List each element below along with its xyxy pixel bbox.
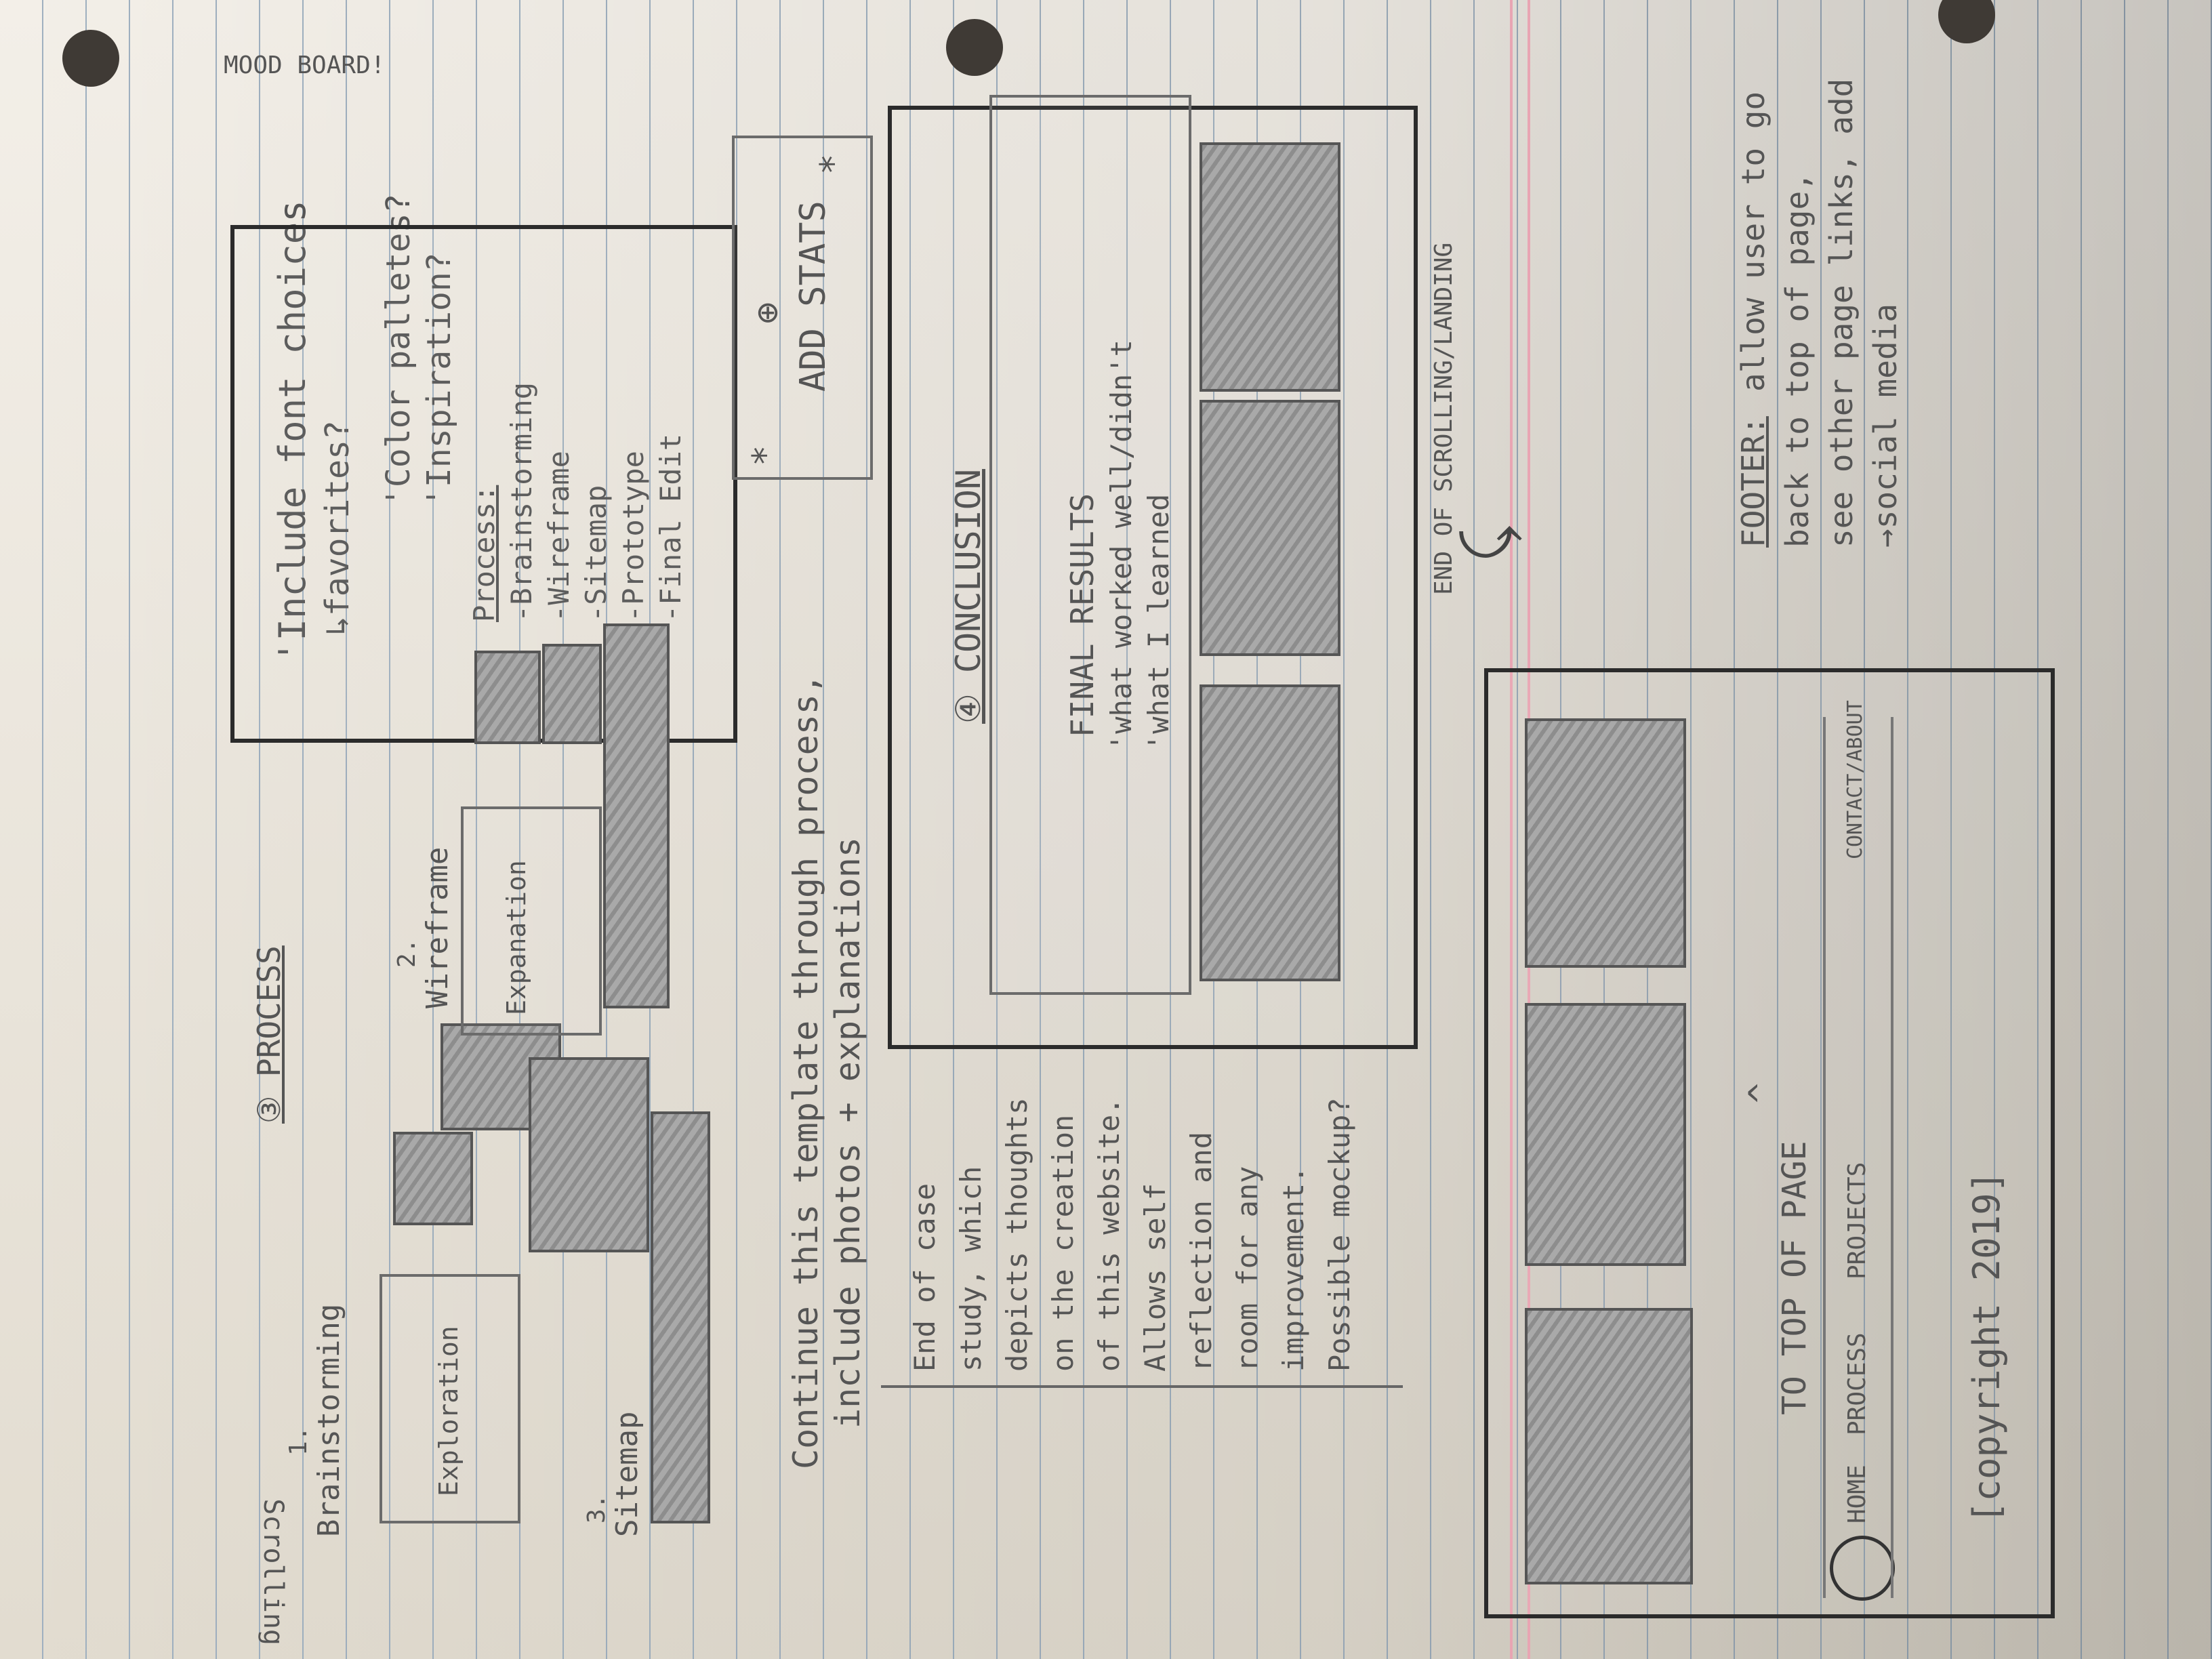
curved-arrow-icon: ⤹ (1452, 525, 1523, 561)
step2-explanation-box (461, 806, 602, 1036)
stats-star-left: * (745, 445, 786, 466)
copyright-text: [copyright 2019] (1965, 1170, 2008, 1523)
side-scrolling-label: Scrolling (258, 1498, 289, 1645)
conclusion-heading: ④ CONCLUSION (949, 469, 988, 724)
step3-image-2 (603, 623, 670, 1008)
step2-image-2 (542, 644, 602, 744)
margin-line-left (1510, 0, 1513, 1659)
step2-explanation-text: Expanation (501, 860, 531, 1015)
conclusion-line-3: 'what I learned (1142, 493, 1175, 751)
footer-image-1 (1525, 1308, 1693, 1584)
footer-note-line-4: →social media (1867, 303, 1904, 548)
footer-divider-2 (1891, 717, 1893, 1598)
logo-circle (1830, 1536, 1895, 1601)
footer-nav-contact[interactable]: CONTACT/ABOUT (1843, 700, 1867, 859)
case-note-line: depicts thoughts (1000, 1097, 1033, 1372)
step2-image-1 (474, 651, 541, 744)
continue-line-1: Continue this template through process, (786, 674, 825, 1469)
stats-plus-icon: ⊕ (745, 302, 788, 324)
step3-label: Sitemap (610, 1411, 644, 1537)
case-note-line: reflection and (1185, 1131, 1218, 1372)
conclusion-image-3 (1200, 142, 1340, 392)
step2-num: 2. (393, 938, 421, 968)
case-note-line: Allows self (1139, 1183, 1172, 1372)
conclusion-image-2 (1200, 400, 1340, 656)
case-study-note: End of case study, which depicts thought… (881, 1033, 1403, 1388)
case-note-line: study, which (954, 1166, 987, 1372)
footer-note-line-2: back to top of page, (1779, 172, 1816, 548)
stats-star-right: * (813, 153, 854, 175)
conclusion-image-1 (1200, 684, 1340, 981)
footer-note-line-3: see other page links, add (1823, 78, 1860, 548)
case-note-line: room for any (1231, 1166, 1264, 1372)
stats-label: ADD STATS (793, 201, 834, 392)
footer-image-2 (1525, 1003, 1686, 1266)
case-note-line: on the creation (1046, 1114, 1080, 1372)
step3-num: 3. (583, 1494, 611, 1523)
footer-nav-projects[interactable]: PROJECTS (1843, 1162, 1871, 1279)
step3-image-1 (651, 1111, 710, 1523)
footer-nav-process[interactable]: PROCESS (1843, 1332, 1871, 1435)
binder-hole-2 (946, 19, 1003, 76)
to-top-link[interactable]: TO TOP OF PAGE (1776, 1141, 1814, 1415)
conclusion-line-2: 'what worked well/didn't (1105, 340, 1138, 751)
continue-line-2: include photos + explanations (828, 837, 867, 1429)
step1-image-1 (393, 1132, 473, 1225)
caret-up-icon: ^ (1742, 1082, 1781, 1103)
process-heading: ③ PROCESS (251, 945, 287, 1124)
step1-explanation-text: Exploration (434, 1326, 464, 1496)
conclusion-line-1: FINAL RESULTS (1064, 493, 1101, 737)
footer-nav-home[interactable]: HOME (1843, 1465, 1871, 1523)
binder-hole-1 (62, 30, 119, 87)
step1-label: Brainstorming (312, 1303, 346, 1537)
case-note-line: End of case (908, 1183, 941, 1372)
case-note-line: improvement. (1277, 1166, 1310, 1372)
footer-note-line-1: allow user to go (1735, 91, 1771, 392)
case-note-line: Possible mockup? (1323, 1097, 1356, 1372)
footer-divider (1823, 717, 1826, 1598)
mood-board-title: MOOD BOARD! (224, 52, 386, 79)
case-note-line: of this website. (1092, 1097, 1126, 1372)
step1-image-3 (529, 1057, 649, 1252)
footer-note-label: FOOTER: (1735, 416, 1771, 548)
step1-num: 1. (285, 1426, 312, 1456)
step2-label: Wireframe (420, 846, 455, 1008)
footer-image-3 (1525, 718, 1686, 968)
